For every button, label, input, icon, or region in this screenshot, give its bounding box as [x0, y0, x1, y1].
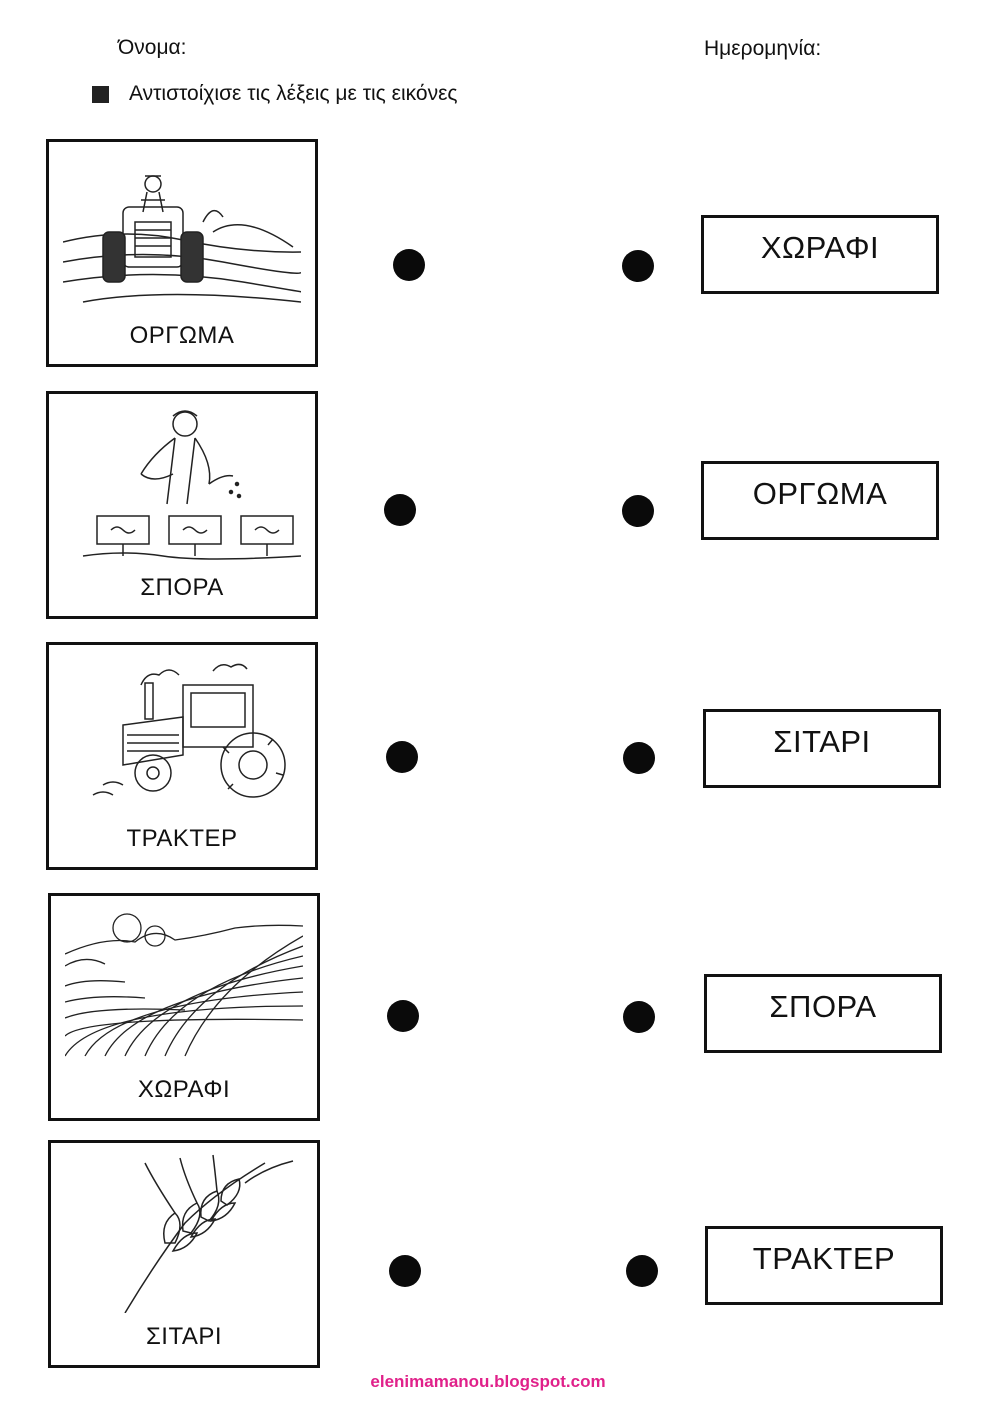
word-box-4: ΣΠΟΡΑ: [704, 974, 942, 1053]
word-box-3: ΣΙΤΑΡΙ: [703, 709, 941, 788]
picture-card-sowing: ΣΠΟΡΑ: [46, 391, 318, 619]
instruction-text: Αντιστοίχισε τις λέξεις με τις εικόνες: [129, 82, 458, 105]
card-caption: ΣΠΟΡΑ: [140, 574, 224, 601]
match-dot-right-4[interactable]: [623, 1001, 655, 1033]
card-caption: ΧΩΡΑΦΙ: [137, 1076, 231, 1103]
match-dot-right-5[interactable]: [626, 1255, 658, 1287]
word-label: ΧΩΡΑΦΙ: [760, 230, 880, 265]
match-dot-left-3[interactable]: [386, 741, 418, 773]
wheat-ear-illustration: [124, 1154, 294, 1313]
tractor-illustration: [92, 663, 286, 798]
match-dot-left-2[interactable]: [384, 494, 416, 526]
date-label: Ημερομηνία:: [704, 37, 822, 60]
name-label: Όνομα:: [118, 36, 187, 59]
picture-card-plowing: ΟΡΓΩΜΑ: [46, 139, 318, 367]
picture-card-field: ΧΩΡΑΦΙ: [48, 893, 320, 1121]
footer-url: elenimamanou.blogspot.com: [370, 1372, 606, 1391]
plowing-tractor-illustration: [63, 175, 301, 303]
farmer-sowing-illustration: [82, 410, 301, 560]
word-label: ΟΡΓΩΜΑ: [752, 476, 888, 511]
match-dot-left-5[interactable]: [389, 1255, 421, 1287]
match-dot-right-3[interactable]: [623, 742, 655, 774]
word-label: ΣΠΟΡΑ: [769, 989, 877, 1024]
match-dot-left-1[interactable]: [393, 249, 425, 281]
plowed-field-illustration: [65, 913, 303, 1057]
picture-card-wheat: ΣΙΤΑΡΙ: [48, 1140, 320, 1368]
card-caption: ΣΙΤΑΡΙ: [145, 1323, 223, 1350]
match-dot-right-2[interactable]: [622, 495, 654, 527]
word-label: ΤΡΑΚΤΕΡ: [752, 1241, 896, 1276]
picture-card-tractor: ΤΡΑΚΤΕΡ: [46, 642, 318, 870]
match-dot-left-4[interactable]: [387, 1000, 419, 1032]
word-box-2: ΟΡΓΩΜΑ: [701, 461, 939, 540]
match-dot-right-1[interactable]: [622, 250, 654, 282]
square-bullet-icon: [92, 86, 109, 103]
card-caption: ΤΡΑΚΤΕΡ: [126, 825, 238, 852]
word-box-1: ΧΩΡΑΦΙ: [701, 215, 939, 294]
card-caption: ΟΡΓΩΜΑ: [129, 322, 235, 349]
word-box-5: ΤΡΑΚΤΕΡ: [705, 1226, 943, 1305]
word-label: ΣΙΤΑΡΙ: [773, 724, 871, 759]
